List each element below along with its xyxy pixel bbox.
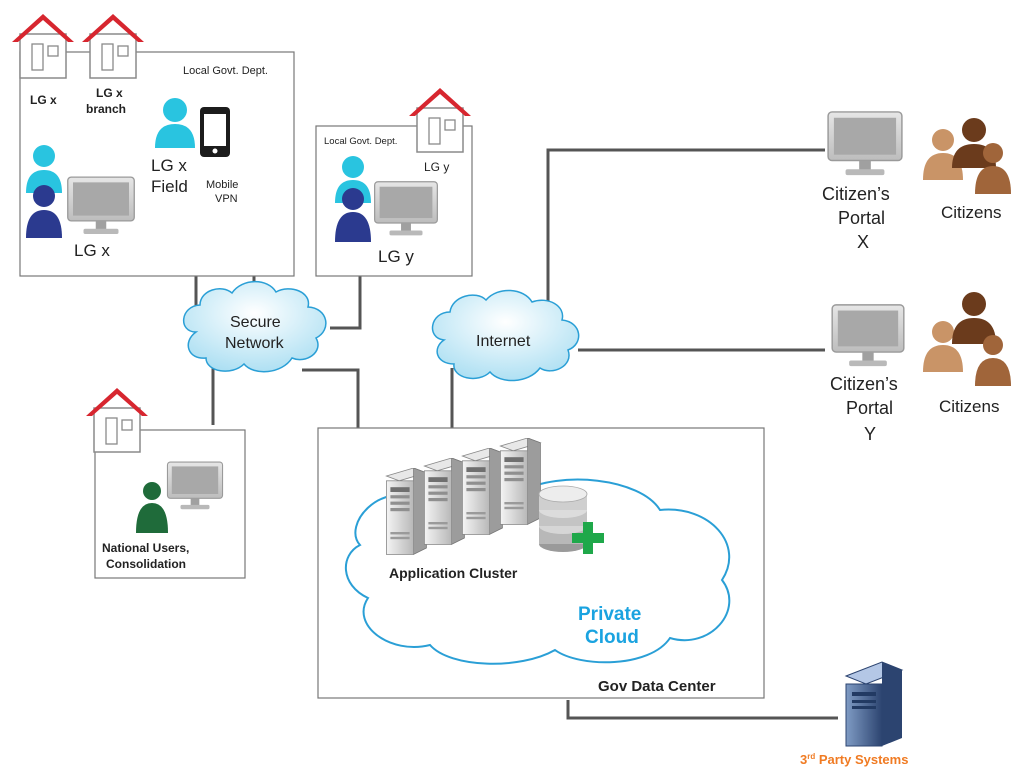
- third-party-label: 3rd Party Systems: [800, 752, 908, 767]
- third-party-prefix: 3: [800, 752, 807, 767]
- server-icon: [461, 448, 503, 535]
- gov-data-center-label: Gov Data Center: [598, 678, 716, 695]
- lgx-user-label: LG x: [74, 241, 110, 260]
- plus-icon: [572, 522, 604, 554]
- national-users-box: [94, 429, 246, 579]
- secure-network-label-2: Network: [225, 335, 285, 352]
- house-icon: [85, 387, 149, 453]
- portal-x-label-2: Portal: [838, 208, 885, 228]
- third-party-suffix: Party Systems: [815, 752, 908, 767]
- monitor-icon: [831, 304, 905, 367]
- mobile-vpn-label-2: VPN: [215, 193, 238, 205]
- house-icon: [11, 13, 75, 79]
- private-cloud-label-1: Private: [578, 604, 641, 625]
- citizens-label-2: Citizens: [939, 397, 999, 416]
- lgy-user-label: LG y: [378, 247, 414, 266]
- national-users-label-1: National Users,: [102, 541, 189, 555]
- mobile-vpn-label-1: Mobile: [206, 179, 238, 191]
- lgx-field-label-1: LG x: [151, 156, 187, 175]
- citizens-group-icon: [923, 292, 1011, 386]
- house-icon: [81, 13, 145, 79]
- lgx-branch-label-2: branch: [86, 102, 126, 116]
- citizens-group-icon: [923, 118, 1011, 194]
- user-icon: [26, 145, 62, 193]
- portal-y-label-3: Y: [864, 424, 876, 444]
- app-cluster-label: Application Cluster: [389, 565, 518, 581]
- line-dc-to-third-party: [566, 700, 838, 720]
- server-icon: [844, 661, 904, 747]
- portal-x-label-1: Citizen’s: [822, 184, 890, 204]
- lgx-dept-title: Local Govt. Dept.: [183, 65, 268, 77]
- portal-y-label-2: Portal: [846, 398, 893, 418]
- user-icon: [155, 98, 195, 148]
- line-secure-to-dc: [302, 368, 360, 428]
- server-icon: [499, 438, 541, 525]
- citizens-label-1: Citizens: [941, 203, 1001, 222]
- lgx-dept-box: [19, 51, 295, 277]
- line-internet-to-portal-x: [546, 148, 825, 312]
- third-party-sup: rd: [807, 752, 815, 761]
- lgx-house-label: LG x: [30, 93, 57, 107]
- monitor-icon: [827, 111, 903, 176]
- house-icon: [408, 87, 472, 153]
- user-icon: [136, 482, 168, 533]
- database-icon: [538, 485, 588, 552]
- lgy-dept-title: Local Govt. Dept.: [324, 136, 397, 147]
- cloud-icon: [431, 289, 580, 382]
- user-icon: [335, 188, 371, 242]
- mobile-phone-icon: [200, 107, 230, 157]
- internet-label: Internet: [476, 333, 531, 350]
- server-icon: [423, 458, 465, 545]
- portal-y-label-1: Citizen’s: [830, 374, 898, 394]
- private-cloud-label-2: Cloud: [585, 627, 639, 648]
- server-icon: [385, 468, 427, 555]
- lgx-field-label-2: Field: [151, 177, 188, 196]
- user-icon: [26, 185, 62, 238]
- lgx-branch-label-1: LG x: [96, 86, 123, 100]
- portal-x-label-3: X: [857, 232, 869, 252]
- lgy-house-label: LG y: [424, 160, 449, 174]
- secure-network-label-1: Secure: [230, 314, 281, 331]
- national-users-label-2: Consolidation: [106, 557, 186, 571]
- cloud-icon: [182, 280, 327, 373]
